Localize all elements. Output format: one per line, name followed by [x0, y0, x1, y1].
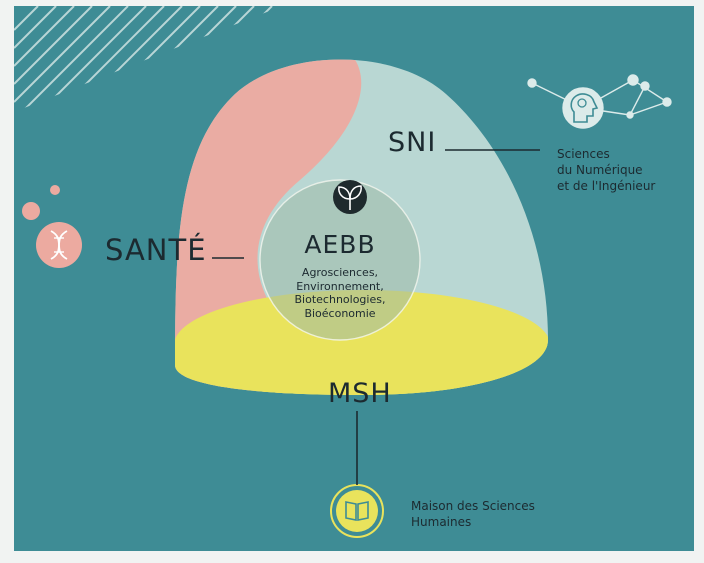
aebb-line: Biotechnologies, [294, 293, 386, 306]
aebb-description: Agrosciences, Environnement, Biotechnolo… [266, 266, 414, 320]
sni-line: du Numérique [557, 163, 643, 177]
brain-head-icon [527, 74, 672, 129]
msh-line: Maison des Sciences [411, 499, 535, 513]
msh-line: Humaines [411, 515, 472, 529]
msh-label: MSH [328, 378, 392, 409]
dna-icon [22, 185, 82, 268]
aebb-line: Bioéconomie [304, 306, 376, 320]
sante-label: SANTÉ [105, 233, 207, 267]
aebb-title: AEBB [304, 230, 376, 259]
aebb-circle [260, 180, 420, 340]
sni-line: Sciences [557, 147, 610, 161]
sni-line: et de l'Ingénieur [557, 179, 656, 193]
aebb-line: Environnement, [296, 279, 384, 293]
sni-description: Sciences du Numérique et de l'Ingénieur [557, 146, 655, 194]
msh-description: Maison des Sciences Humaines [411, 498, 535, 530]
sni-label: SNI [388, 127, 437, 158]
sprout-icon [333, 180, 367, 214]
photo-margin [0, 551, 704, 563]
aebb-line: Agrosciences, [301, 266, 379, 279]
book-icon [330, 484, 384, 538]
